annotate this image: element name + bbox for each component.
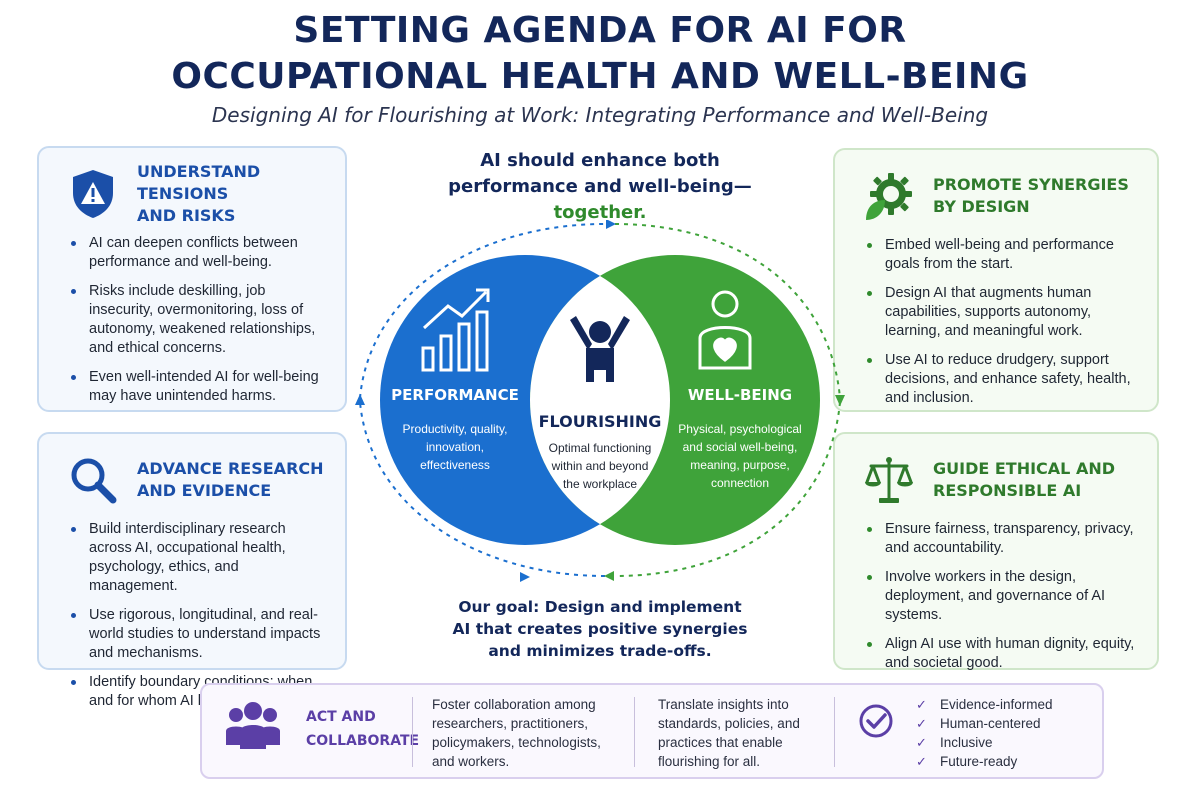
growth-chart-icon — [421, 288, 490, 372]
principles-list: ✓Evidence-informed ✓Human-centered ✓Incl… — [916, 695, 1086, 769]
card-promote-synergies: PROMOTE SYNERGIES BY DESIGN Embed well-b… — [833, 148, 1159, 412]
page-subtitle: Designing AI for Flourishing at Work: In… — [211, 103, 989, 127]
card-title: PROMOTE SYNERGIES BY DESIGN — [933, 175, 1129, 216]
bar-title: ACT AND COLLABORATE — [306, 709, 420, 749]
card-title: ADVANCE RESEARCH AND EVIDENCE — [137, 459, 324, 500]
list-item: ✓Future-ready — [916, 754, 1018, 769]
bullet-list: Embed well-being and performance goals f… — [863, 236, 1137, 408]
list-item: ✓Evidence-informed — [916, 697, 1053, 712]
people-group-icon — [224, 695, 284, 769]
arrow-head-icon — [606, 219, 616, 229]
divider — [634, 697, 635, 767]
check-icon: ✓ — [916, 754, 927, 769]
arrow-head-icon — [835, 395, 845, 406]
list-item: Align AI use with human dignity, equity,… — [863, 635, 1137, 673]
venn-diagram: PERFORMANCE Productivity, quality, innov… — [340, 219, 860, 600]
list-item: ✓Inclusive — [916, 735, 993, 750]
card-understand-tensions: UNDERSTAND TENSIONS AND RISKS AI can dee… — [37, 146, 347, 412]
wellbeing-label: WELL-BEING Physical, psychological and s… — [678, 386, 802, 490]
list-item: AI can deepen conflicts between performa… — [67, 234, 325, 272]
cycle-arrow-bottom-left — [359, 401, 606, 577]
arrow-head-icon — [520, 572, 530, 582]
act-collaborate-bar: ACT AND COLLABORATE Foster collaboration… — [200, 683, 1104, 779]
goal-statement: Our goal: Design and implement AI that c… — [452, 598, 748, 660]
check-icon: ✓ — [916, 735, 927, 750]
check-icon: ✓ — [916, 716, 927, 731]
title-line-1: SETTING AGENDA FOR AI FOR — [293, 10, 907, 51]
divider — [834, 697, 835, 767]
venn-graphic — [355, 219, 845, 582]
insights-text: Translate insights into standards, polic… — [658, 697, 800, 769]
title-line-2: OCCUPATIONAL HEALTH AND WELL-BEING — [171, 56, 1029, 97]
flourishing-label: FLOURISHING Optimal functioning within a… — [538, 412, 662, 491]
bullet-list: AI can deepen conflicts between performa… — [67, 234, 325, 406]
magnifier-icon — [67, 454, 119, 506]
collaboration-text: Foster collaboration among researchers, … — [432, 697, 601, 769]
card-title: GUIDE ETHICAL AND RESPONSIBLE AI — [933, 459, 1115, 500]
cycle-arrow-top-right — [614, 223, 841, 399]
list-item: Risks include deskilling, job insecurity… — [67, 282, 325, 358]
performance-label: PERFORMANCE Productivity, quality, innov… — [391, 386, 519, 472]
heart-person-icon — [698, 290, 752, 370]
list-item: Even well-intended AI for well-being may… — [67, 368, 325, 406]
list-item: Ensure fairness, transparency, privacy, … — [863, 520, 1137, 558]
list-item: ✓Human-centered — [916, 716, 1041, 731]
list-item: Use rigorous, longitudinal, and real-wor… — [67, 606, 325, 663]
arrow-head-icon — [604, 571, 614, 581]
center-statement: AI should enhance both performance and w… — [448, 150, 752, 223]
card-title: UNDERSTAND TENSIONS AND RISKS — [137, 162, 261, 225]
card-advance-research: ADVANCE RESEARCH AND EVIDENCE Build inte… — [37, 432, 347, 709]
card-guide-ethical: GUIDE ETHICAL AND RESPONSIBLE AI Ensure … — [833, 432, 1159, 673]
list-item: Build interdisciplinary research across … — [67, 520, 325, 596]
scales-icon — [863, 454, 915, 506]
list-item: Design AI that augments human capabiliti… — [863, 284, 1137, 341]
bullet-list: Ensure fairness, transparency, privacy, … — [863, 520, 1137, 673]
gear-leaf-icon — [863, 170, 915, 222]
list-item: Involve workers in the design, deploymen… — [863, 568, 1137, 625]
cycle-arrow-top-left — [359, 223, 606, 399]
arrow-head-icon — [355, 394, 365, 405]
list-item: Embed well-being and performance goals f… — [863, 236, 1137, 274]
check-icon: ✓ — [916, 697, 927, 712]
person-celebrating-icon — [570, 316, 630, 382]
page-title: SETTING AGENDA FOR AI FOR OCCUPATIONAL H… — [0, 8, 1200, 100]
list-item: Use AI to reduce drudgery, support decis… — [863, 351, 1137, 408]
check-circle-icon — [858, 703, 898, 777]
divider — [412, 697, 413, 767]
warning-shield-icon — [67, 168, 119, 220]
